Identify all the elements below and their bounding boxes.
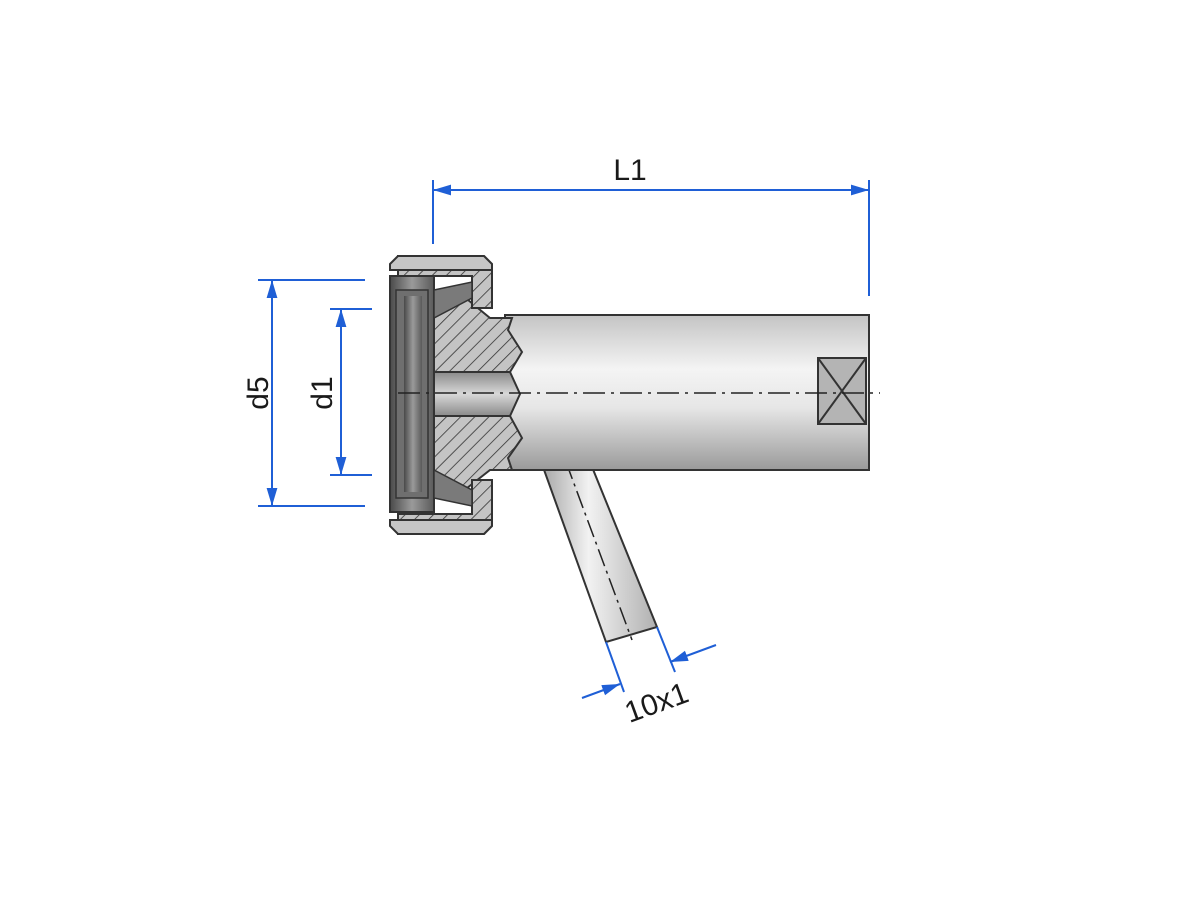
dimension-d1-label: d1 [306,376,339,409]
dimension-d5-label: d5 [242,376,275,409]
side-tube-centerline [565,461,633,641]
dimension-L1: L1 [432,154,870,296]
dimension-side-tube-label: 10x1 [621,676,693,729]
dimension-L1-label: L1 [613,154,646,187]
dimension-d5: d5 [242,279,365,507]
sectioned-insert [432,293,524,494]
square-end-icon [817,357,867,425]
side-tube [541,460,659,644]
dimension-side-tube: 10x1 [581,626,717,730]
dimension-d1: d1 [306,308,372,476]
union-nut [389,255,493,535]
